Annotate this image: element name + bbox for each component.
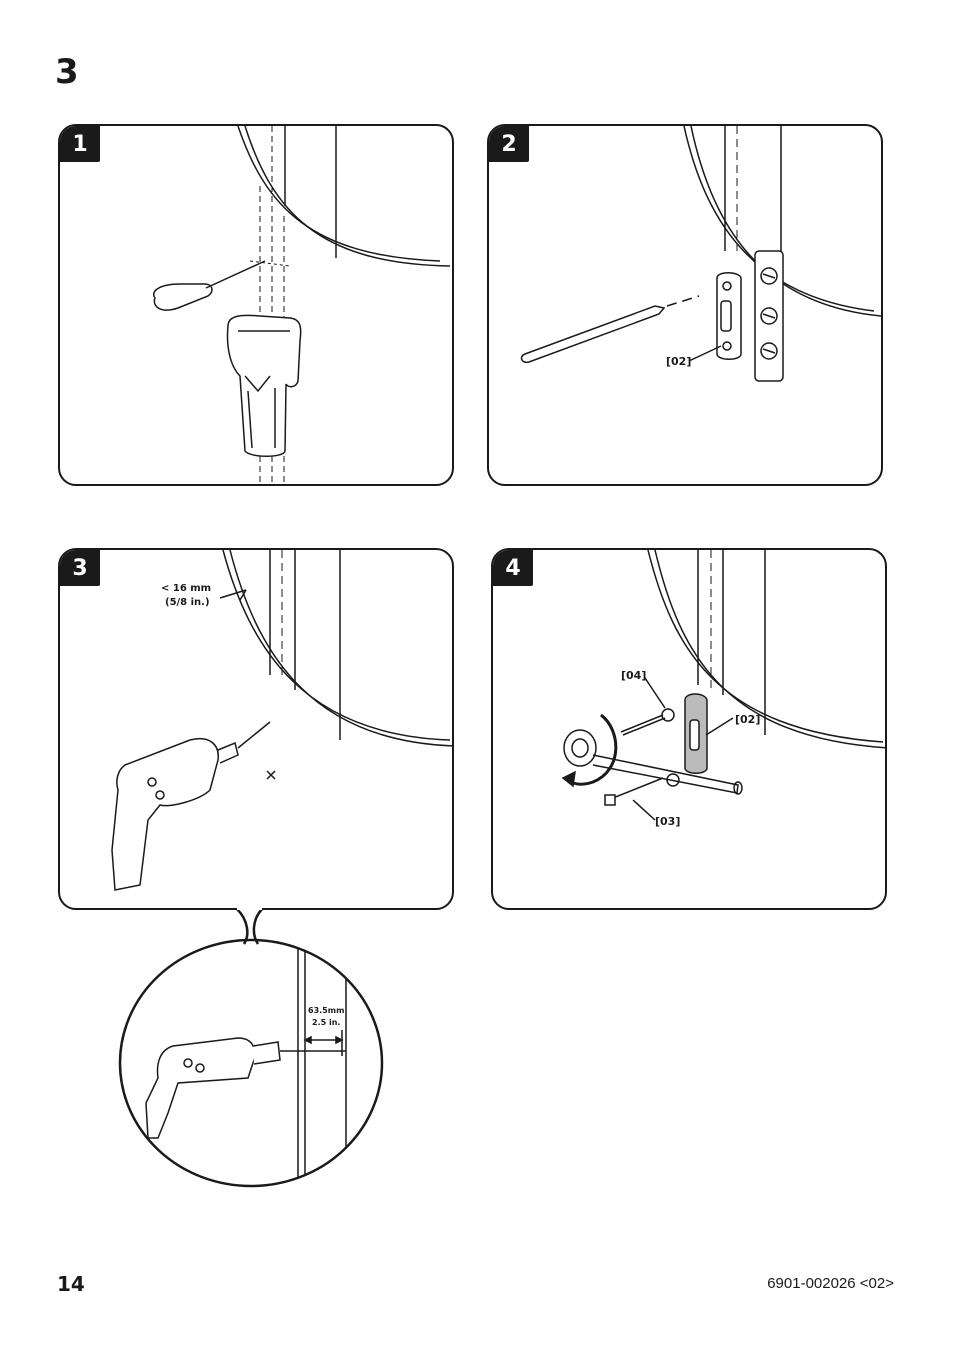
- part-label-03: [03]: [655, 815, 681, 828]
- zoom-measure-mm: 63.5mm: [308, 1006, 345, 1015]
- step-number: 3: [55, 52, 79, 92]
- illustration-attach-bracket: [561, 550, 885, 821]
- illustration-mark-holes: [520, 126, 881, 382]
- panel-4-attach-bracket: 4 [04] [02] [03]: [491, 548, 887, 910]
- page-number: 14: [57, 1272, 85, 1296]
- illustration-drill: [111, 550, 452, 891]
- illustration-drill-depth: [118, 938, 384, 1188]
- part-label-04: [04]: [621, 669, 647, 682]
- panel-3-drill: 3 < 16 mm (5/8 in.): [58, 548, 454, 910]
- document-code: 6901-002026 <02>: [767, 1275, 894, 1292]
- panel-badge: 3: [60, 550, 100, 586]
- zoom-measure-in: 2.5 in.: [312, 1018, 341, 1027]
- part-label-02: [02]: [735, 713, 761, 726]
- panel-badge: 1: [60, 126, 100, 162]
- measure-label-mm: < 16 mm: [161, 583, 212, 594]
- zoom-detail-circle: 63.5mm 2.5 in.: [118, 938, 384, 1188]
- illustration-stud-finder: [153, 126, 451, 484]
- part-label-02: [02]: [666, 355, 692, 368]
- panel-badge: 2: [489, 126, 529, 162]
- measure-label-in: (5/8 in.): [165, 597, 210, 608]
- panel-2-mark-holes: 2 [02]: [487, 124, 883, 486]
- panel-1-stud-finder: 1: [58, 124, 454, 486]
- panel-badge: 4: [493, 550, 533, 586]
